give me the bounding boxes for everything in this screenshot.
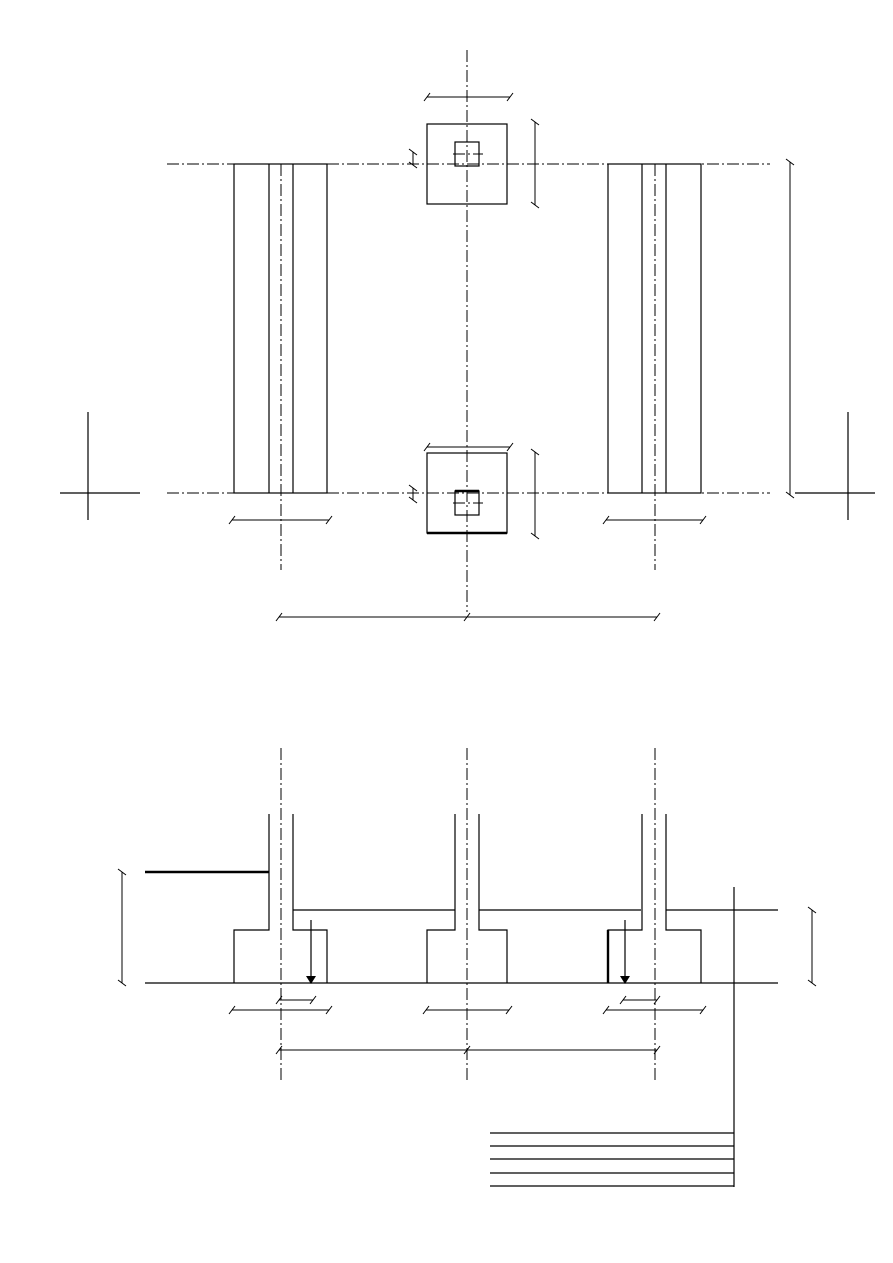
arrow-head-icon bbox=[620, 976, 630, 984]
foundation-plan bbox=[60, 50, 875, 622]
dimension-line-tick bbox=[699, 1005, 707, 1015]
dimension-line-tick bbox=[530, 201, 540, 209]
dimension-line-tick bbox=[619, 995, 627, 1005]
dimension-line-tick bbox=[309, 995, 317, 1005]
dimension-line-tick bbox=[505, 1005, 513, 1015]
dimension-line-tick bbox=[807, 906, 817, 914]
strip-footing bbox=[233, 163, 328, 494]
dimension-line-tick bbox=[408, 148, 418, 156]
footing-outline bbox=[665, 814, 702, 983]
dimension-line-tick bbox=[530, 118, 540, 126]
dimension-line-tick bbox=[408, 161, 418, 169]
dimension-line-tick bbox=[463, 1045, 471, 1055]
dimension-line-tick bbox=[602, 1005, 610, 1015]
dimension-line-tick bbox=[506, 92, 514, 102]
dimension-line-tick bbox=[463, 612, 471, 622]
footing-outline bbox=[292, 814, 328, 983]
dimension-line-tick bbox=[275, 1045, 283, 1055]
dimension-line-tick bbox=[228, 515, 236, 525]
dimension-line-tick bbox=[117, 868, 127, 876]
dimension-line-tick bbox=[653, 612, 661, 622]
dimension-line-tick bbox=[530, 448, 540, 456]
dimension-line-tick bbox=[325, 515, 333, 525]
dimension-line-tick bbox=[422, 1005, 430, 1015]
dimension-line-tick bbox=[506, 442, 514, 452]
footing-outline bbox=[233, 814, 270, 983]
dimension-line-tick bbox=[408, 496, 418, 504]
dimension-line-tick bbox=[785, 158, 795, 166]
footing-outline bbox=[478, 814, 508, 983]
dimension-line-tick bbox=[325, 1005, 333, 1015]
dimension-line-tick bbox=[530, 532, 540, 540]
foundation-section bbox=[117, 748, 817, 1187]
strip-footing bbox=[607, 163, 702, 494]
dimension-line-tick bbox=[602, 515, 610, 525]
dimension-line-tick bbox=[785, 491, 795, 499]
dimension-line-tick bbox=[653, 1045, 661, 1055]
dimension-line-tick bbox=[228, 1005, 236, 1015]
dimension-line-tick bbox=[423, 92, 431, 102]
dimension-line-tick bbox=[117, 979, 127, 987]
dimension-line-tick bbox=[423, 442, 431, 452]
dimension-line-tick bbox=[807, 979, 817, 987]
dimension-line-tick bbox=[408, 484, 418, 492]
footing-outline bbox=[426, 814, 456, 983]
dimension-line-tick bbox=[699, 515, 707, 525]
arrow-head-icon bbox=[306, 976, 316, 984]
pad-footing bbox=[426, 123, 508, 205]
dimension-line-tick bbox=[275, 995, 283, 1005]
dimension-line-tick bbox=[653, 995, 661, 1005]
dimension-line-tick bbox=[275, 612, 283, 622]
